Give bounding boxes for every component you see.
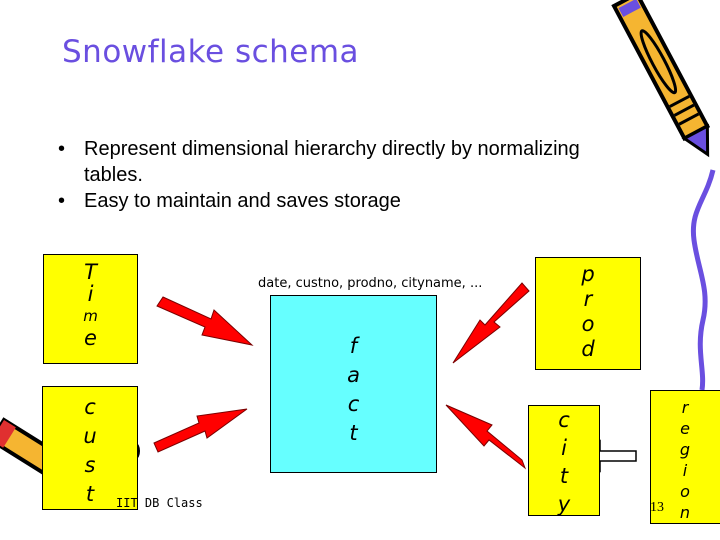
table-letter: f <box>349 334 358 358</box>
table-letter: i <box>561 436 567 460</box>
table-letter: o <box>680 482 690 501</box>
bullet-item: • Represent dimensional hierarchy direct… <box>56 136 584 188</box>
fact-fields-label: date, custno, prodno, cityname, ... <box>258 276 483 291</box>
table-letter: e <box>680 419 690 438</box>
table-letter: T <box>84 260 97 284</box>
table-letter: i <box>682 461 688 480</box>
table-letter: c <box>347 392 360 416</box>
bullet-text: Easy to maintain and saves storage <box>84 190 401 212</box>
table-cust: c u s t <box>42 386 138 510</box>
table-letter: r <box>583 287 593 311</box>
table-city: c i t y <box>528 405 600 516</box>
table-letter: r <box>681 398 689 417</box>
table-letter: p <box>581 262 595 286</box>
table-letter: o <box>581 312 595 336</box>
table-letter: t <box>85 482 95 506</box>
bullet-list: • Represent dimensional hierarchy direct… <box>56 136 584 214</box>
table-letter: s <box>84 453 96 477</box>
table-letter: t <box>559 464 569 488</box>
page-number: 13 <box>650 500 664 515</box>
bullet-item: • Easy to maintain and saves storage <box>56 188 584 214</box>
table-letter: a <box>347 363 360 387</box>
slide-footer: IIT DB Class <box>116 496 203 510</box>
arrow-prod-to-fact-icon <box>452 282 530 364</box>
bullet-marker: • <box>58 138 66 160</box>
arrow-cust-to-fact-icon <box>153 408 248 453</box>
table-fact: f a c t <box>270 295 437 473</box>
bullet-marker: • <box>58 190 66 212</box>
table-letter: u <box>83 424 97 448</box>
table-letter: i <box>87 282 94 306</box>
table-time: T i m e <box>43 254 138 364</box>
table-letter: c <box>84 395 96 419</box>
table-letter: e <box>84 326 97 350</box>
table-letter: g <box>679 440 691 459</box>
table-prod: p r o d <box>535 257 641 370</box>
table-region: r e g i o n <box>650 390 720 524</box>
table-letter: t <box>349 421 358 445</box>
table-letter: y <box>557 492 571 516</box>
arrow-city-to-fact-icon <box>445 404 527 470</box>
bullet-text: Represent dimensional hierarchy directly… <box>84 138 580 186</box>
table-letter: m <box>83 307 98 325</box>
table-letter: c <box>558 408 570 432</box>
table-letter: d <box>581 337 595 361</box>
arrow-time-to-fact-icon <box>156 296 254 346</box>
slide-title: Snowflake schema <box>62 34 360 70</box>
table-letter: n <box>679 503 691 522</box>
